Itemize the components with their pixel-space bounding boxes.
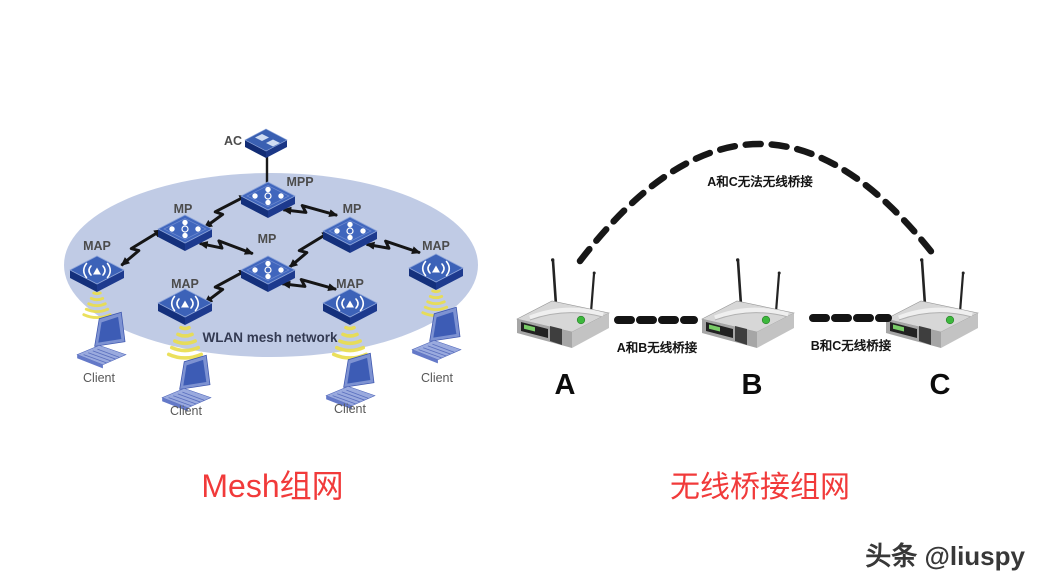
mesh-link-bolt [365,239,421,255]
no-bridge-arc-label: A和C无法无线桥接 [707,174,813,189]
client-laptop [325,352,376,410]
client-label: Client [83,371,115,385]
router-c [886,258,978,348]
client-laptop [161,354,212,412]
mesh-link-bolt [281,278,338,292]
map-label-mid-right: MAP [336,277,364,291]
router-a [517,258,609,348]
mesh-caption: Mesh组网 [201,468,344,504]
mesh-link-bolt [282,204,339,218]
mesh-link-bolt [203,193,249,230]
bridge-diagram: A和C无法无线桥接 A和B无线桥接 B和C无线桥接 A B C [517,140,978,401]
ac-label: AC [224,134,242,148]
router-b [702,258,794,348]
mesh-diagram: AC MPP MP MP MP MAP MAP MAP MAP Client C… [64,128,478,418]
router-c-letter: C [930,369,951,401]
mesh-link-bolt [198,239,254,256]
ac-node [244,128,288,159]
mp-label-center: MP [258,232,277,246]
map-label-far-left: MAP [83,239,111,253]
mp-label-left: MP [174,202,193,216]
mpp-label: MPP [286,175,313,189]
router-b-letter: B [742,369,763,401]
mesh-link-bolt [203,268,248,305]
mesh-area-label: WLAN mesh network [202,330,338,345]
router-a-letter: A [555,369,576,401]
mesh-link-bolt [288,230,332,269]
map-label-far-right: MAP [422,239,450,253]
client-label: Client [421,371,453,385]
client-label: Client [170,404,202,418]
bridge-link-ab-label: A和B无线桥接 [617,340,698,355]
no-bridge-arc [576,140,941,265]
mp-label-right: MP [343,202,362,216]
client-laptop [76,311,127,369]
watermark: 头条 @liuspy [865,541,1025,571]
map-label-mid-left: MAP [171,277,199,291]
bridge-caption: 无线桥接组网 [670,471,850,504]
bridge-link-bc-label: B和C无线桥接 [811,338,892,353]
client-label: Client [334,402,366,416]
mesh-link-bolt [120,228,164,267]
